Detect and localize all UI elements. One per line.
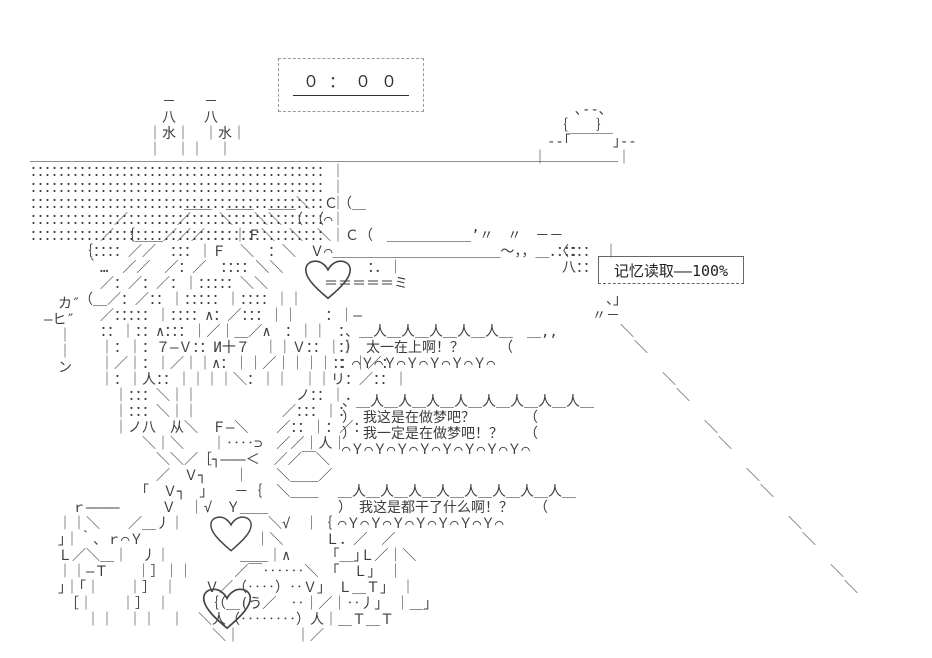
diagonal-line: 、｣ 〃－ ＼ ＼ ＼ ＼ ＼ ＼ ＼ ＼ ＼ ＼ ＼ ＼ (592, 292, 858, 596)
speech-bubble-1: ：、＿人＿人＿人＿人＿人＿ ＿,, ：） 太一在上啊！？ （ ：⌒Ｙ⌒Ｙ⌒Ｙ⌒Ｙ… (338, 324, 558, 372)
shock-sfx: カ″ ―ヒ″ ｜ ｜ ン (44, 296, 81, 376)
ascii-art-scene: ＿＿ ＿＿ ＿＿＼ Ｃ（＿ ／ ：：／ ＼：：＼＼ （ （⌒ ／：｛＿＿／／／：… (57, 196, 585, 644)
heart-icon (304, 260, 352, 300)
background-wall: ＿＿＿＿＿＿＿＿＿＿＿＿＿＿＿＿＿＿＿＿＿＿＿＿＿＿＿＿＿＿＿＿＿＿＿＿＿＿＿＿… (30, 148, 618, 276)
speech-bubble-2: 、＿人＿人＿人＿人＿人＿人＿人＿人＿ ） 我这是在做梦吧？ （ ） 我一定是在做… (342, 394, 594, 458)
heart-icon (202, 588, 252, 630)
altar: ､--､ ｛ ｝ -‐｢￣￣￣｣‐- ｜ ｜ (533, 102, 637, 166)
clock-display: ０：００ (278, 58, 424, 112)
heart-icon (210, 516, 252, 552)
speech-bubble-3: ＿人＿人＿人＿人＿人＿人＿人＿人＿ ） 我这是都干了什么啊！？ （ ⌒Ｙ⌒Ｙ⌒Ｙ… (338, 484, 576, 532)
clock-time: ０：００ (292, 68, 409, 96)
water-bottles: － － 八 八 ｜水｜ ｜水｜ ｜ ｜｜ ｜ (148, 94, 246, 158)
memory-status-box: 记忆读取——100% (598, 256, 744, 284)
memory-status-label: 记忆读取——100% (613, 261, 729, 280)
